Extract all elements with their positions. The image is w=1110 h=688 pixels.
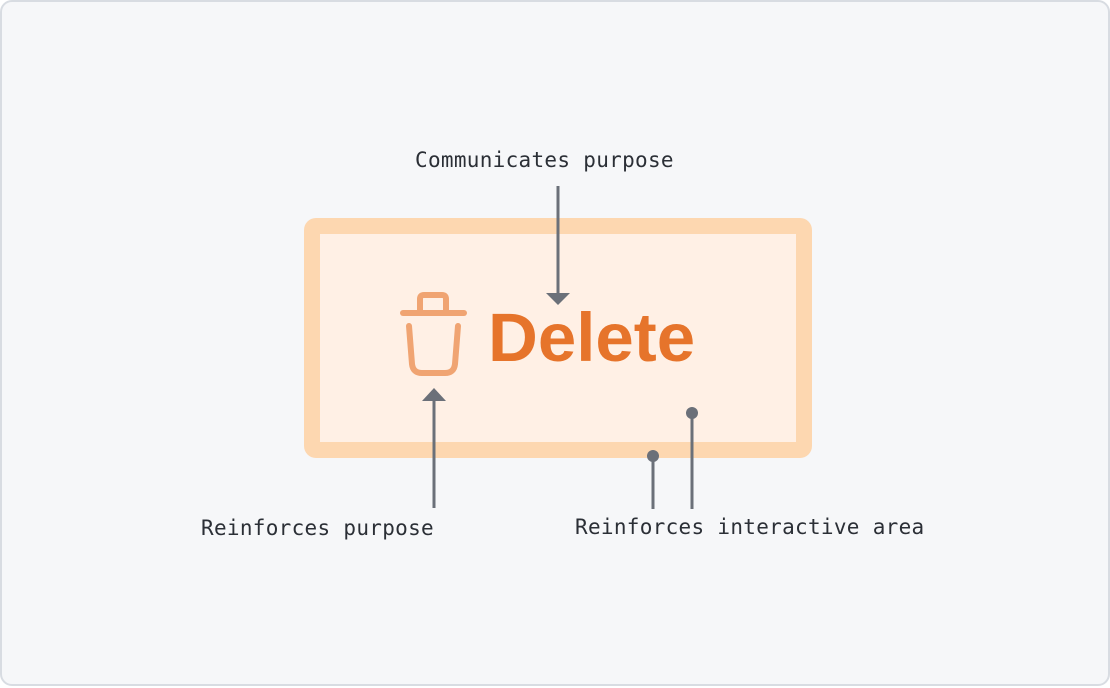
reinforces-purpose-arrow [422, 388, 446, 508]
reinforces-area-pointers [647, 407, 698, 509]
reinforces-purpose-label: Reinforces purpose [201, 516, 434, 540]
trash-icon [400, 292, 467, 376]
delete-button-label: Delete [488, 299, 696, 376]
communicates-arrow [546, 186, 570, 305]
reinforces-area-label: Reinforces interactive area [575, 515, 925, 539]
communicates-purpose-label: Communicates purpose [415, 148, 674, 172]
